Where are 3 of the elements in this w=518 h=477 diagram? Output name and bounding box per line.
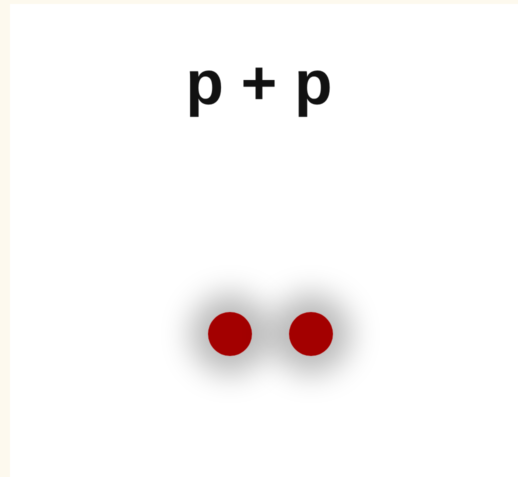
- title: p + p: [184, 48, 334, 119]
- particle-dot: [208, 312, 252, 356]
- particle-dot: [289, 312, 333, 356]
